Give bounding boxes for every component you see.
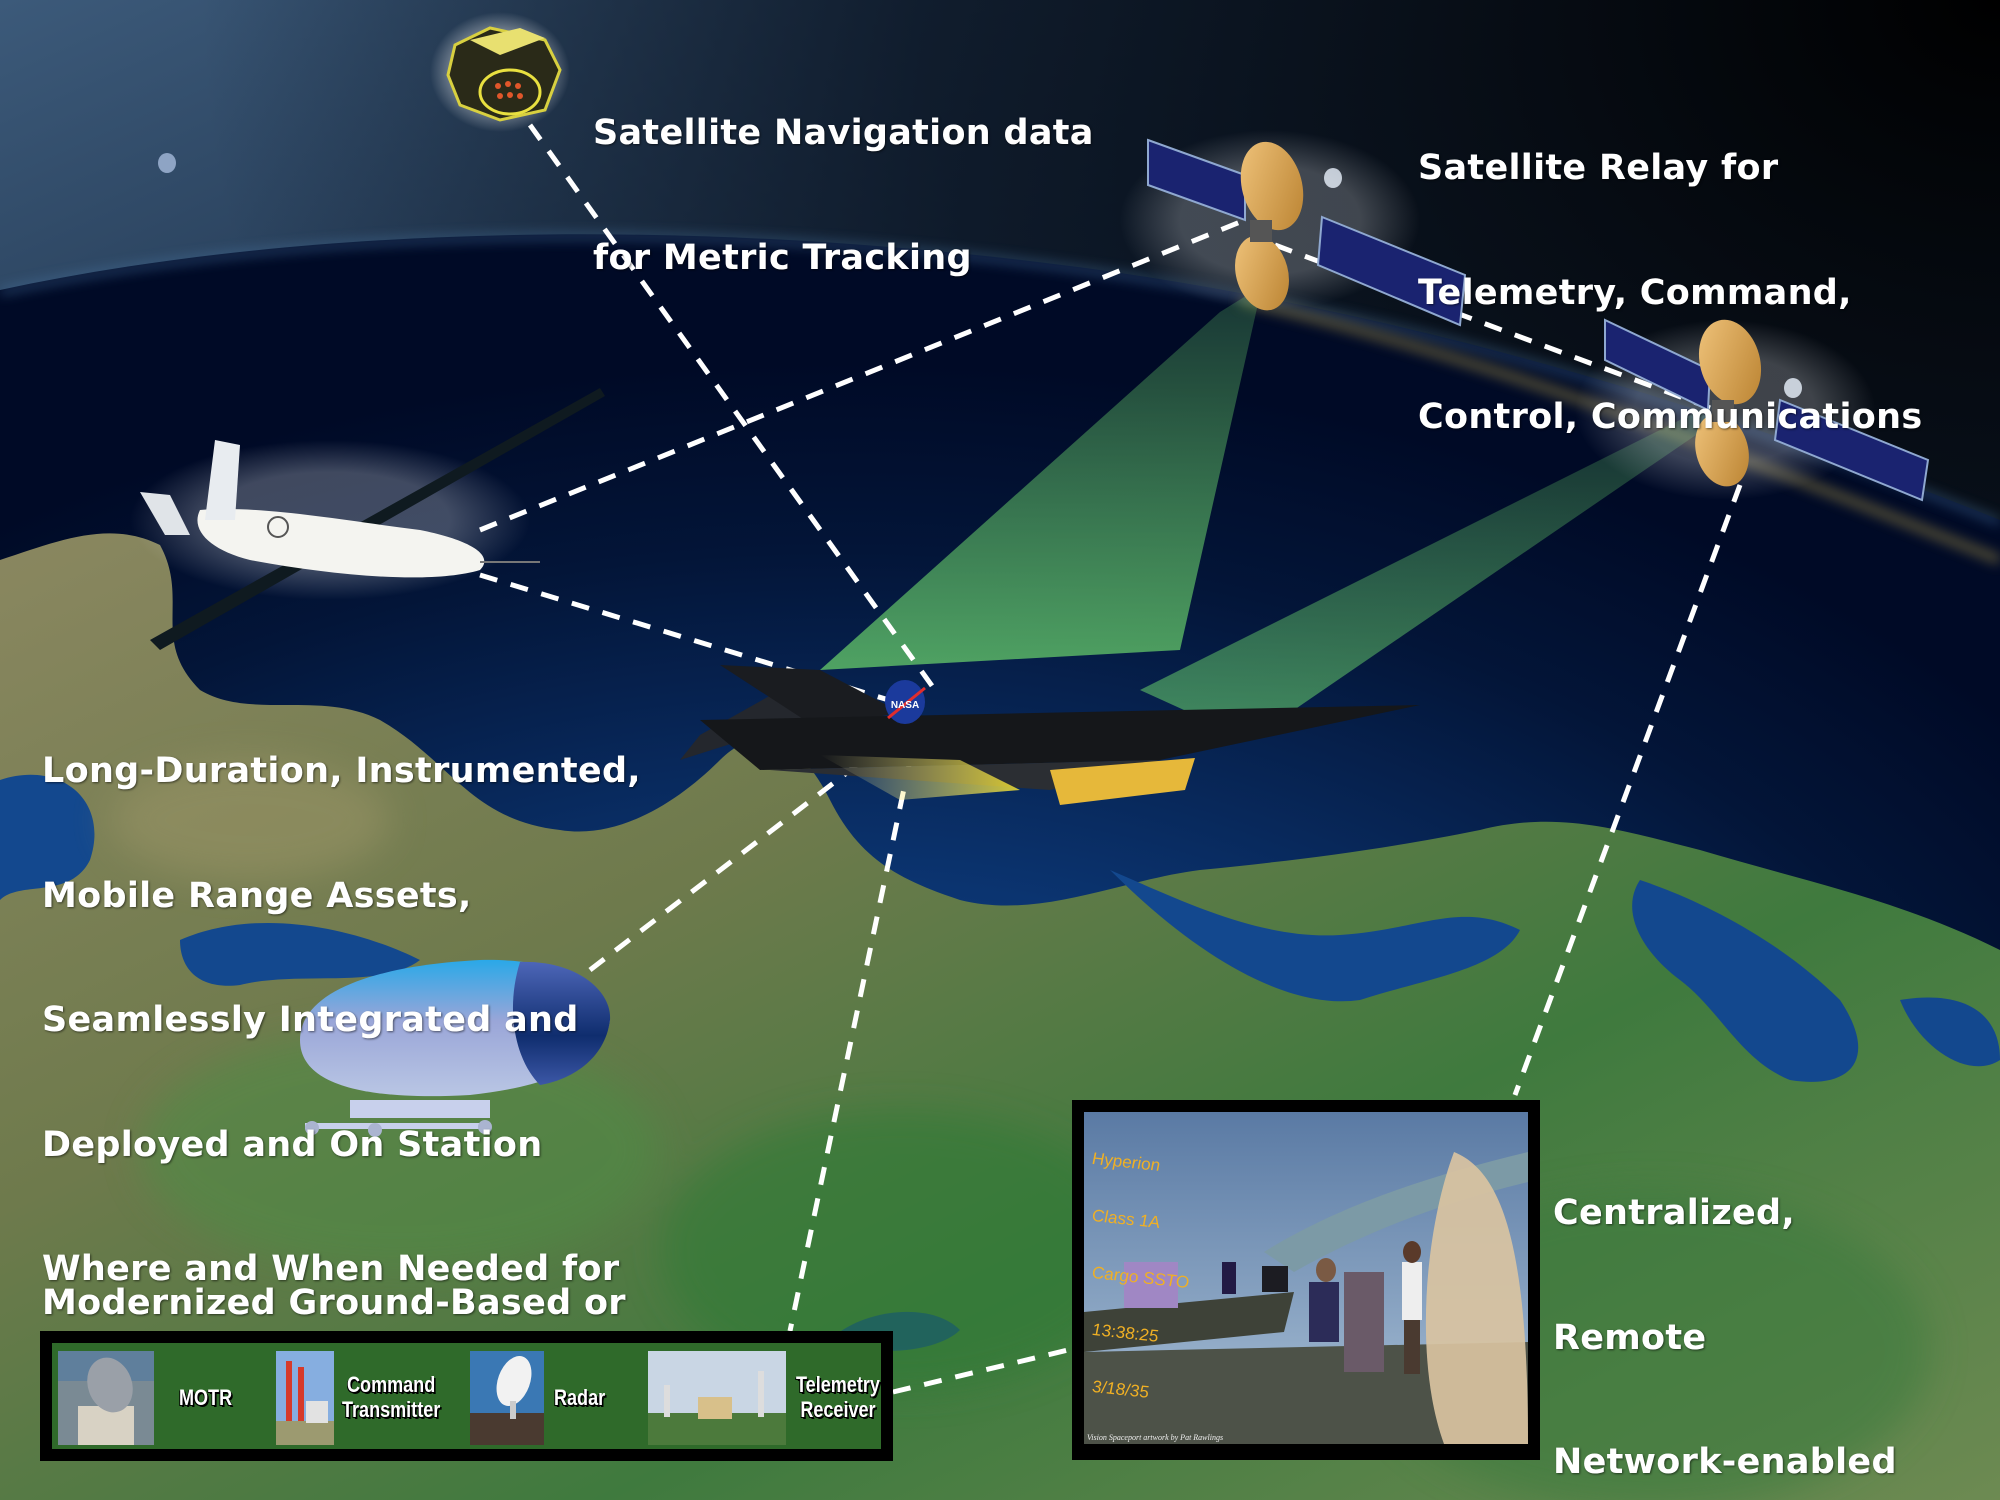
uav-aircraft-icon: [130, 388, 605, 650]
asset-label-motr: MOTR: [179, 1385, 233, 1410]
asset-label-command-transmitter: Command Transmitter: [342, 1372, 441, 1422]
spaceplane-icon: NASA: [680, 665, 1420, 805]
telemetry-receiver-icon: [648, 1351, 786, 1445]
control-center-image: Hyperion Class 1A Cargo SSTO 13:38:25 3/…: [1084, 1112, 1528, 1444]
control-room-illustration: [1084, 1112, 1528, 1444]
ground-assets-strip: MOTR Command Transmitter Radar: [52, 1343, 881, 1449]
command-transmitter-icon: [276, 1351, 334, 1445]
asset-label-telemetry-receiver: Telemetry Receiver: [796, 1372, 880, 1422]
centralized-control-label: Centralized, Remote Network-enabled Plan…: [1553, 1193, 1897, 1482]
relay-satellites-label: Satellite Relay for Telemetry, Command, …: [1418, 148, 1923, 437]
nav-satellite-icon: [430, 12, 570, 132]
relay-satellite-1-icon: [1120, 130, 1467, 327]
ground-assets-panel: MOTR Command Transmitter Radar: [40, 1331, 893, 1461]
motr-antenna-icon: [58, 1351, 154, 1445]
asset-label-radar: Radar: [554, 1385, 606, 1410]
relay-satellite-2-icon: [1575, 318, 1930, 502]
svg-text:NASA: NASA: [891, 700, 919, 711]
nav-link-spaceplane: [527, 123, 938, 692]
radar-dish-icon: [470, 1351, 544, 1445]
nav-satellite-label: Satellite Navigation data for Metric Tra…: [593, 113, 1094, 278]
airship-icon: [300, 959, 611, 1137]
artwork-credit: Vision Spaceport artwork by Pat Rawlings: [1087, 1433, 1224, 1442]
control-center-panel: Hyperion Class 1A Cargo SSTO 13:38:25 3/…: [1072, 1100, 1540, 1460]
hud-readout: Hyperion Class 1A Cargo SSTO 13:38:25 3/…: [1092, 1148, 1190, 1402]
